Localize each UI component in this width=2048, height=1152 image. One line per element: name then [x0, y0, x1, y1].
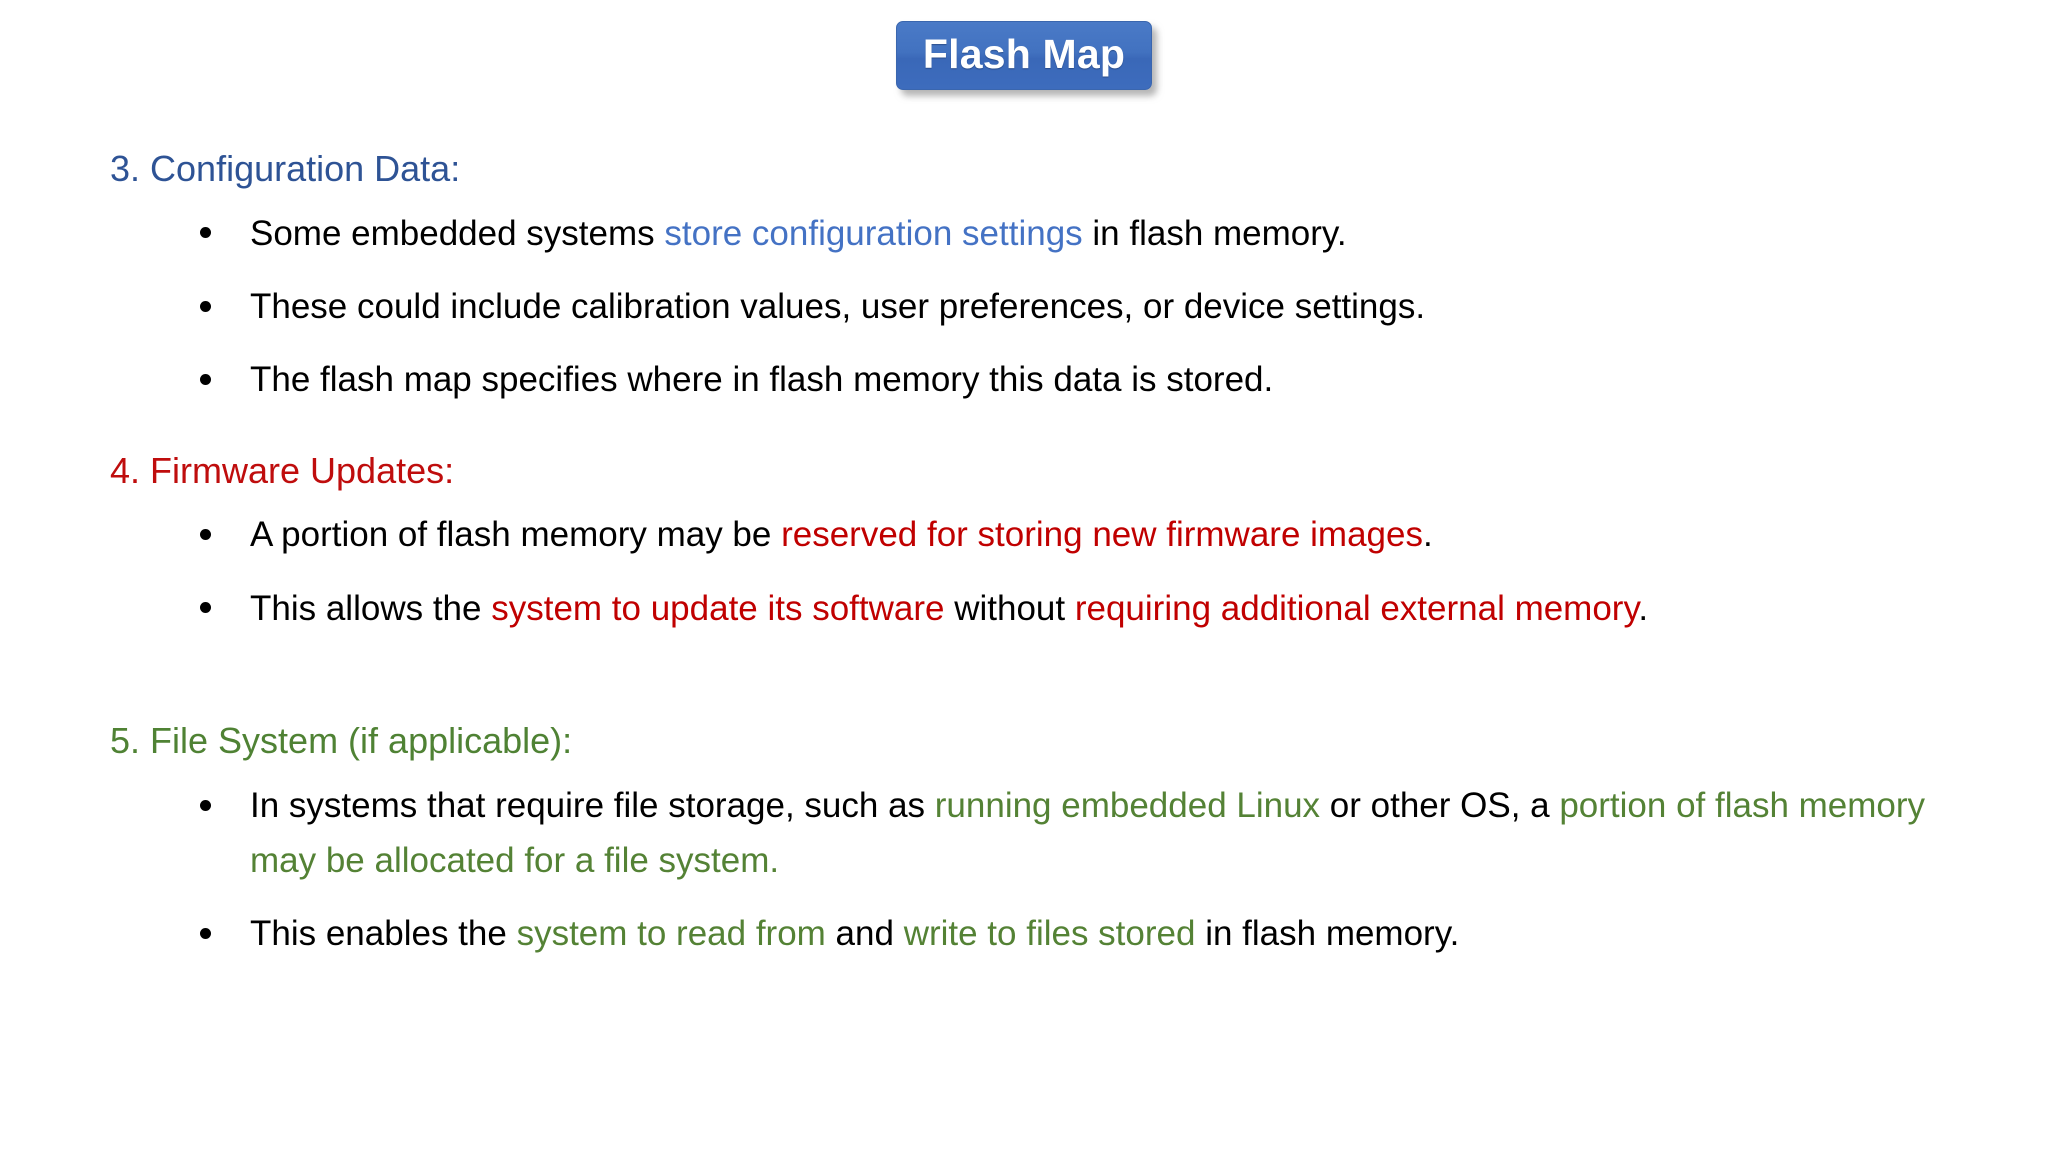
bullet-dot-icon: [200, 602, 211, 614]
bullet-text-run: .: [1422, 515, 1433, 555]
section-firmware-updates: 4. Firmware Updates: A portion of flash m…: [0, 449, 2048, 636]
bullet-text-run: Some embedded systems: [250, 213, 665, 253]
bullet-text-run: write to files stored: [903, 914, 1196, 954]
bullet-dot-icon: [200, 928, 211, 940]
bullet-dot-icon: [200, 300, 211, 312]
bullet-list-firmware-updates: A portion of flash memory may be reserve…: [0, 507, 2048, 636]
bullet-text-run: in flash memory.: [1082, 213, 1347, 253]
bullet-text-run: .: [1638, 588, 1649, 628]
bullet-text-run: or other OS, a: [1320, 785, 1560, 825]
bullet-item: This enables the system to read from and…: [0, 906, 2048, 961]
section-heading-configuration-data: 3. Configuration Data:: [110, 148, 461, 189]
bullet-text-run: A portion of flash memory may be: [250, 515, 782, 555]
bullet-text-run: portion of flash memory may be allocated…: [250, 785, 1926, 881]
bullet-text-run: This allows the: [250, 588, 492, 628]
section-file-system: 5. File System (if applicable): In system…: [0, 722, 2048, 962]
bullet-text-run: system to update its software: [491, 588, 945, 628]
bullet-dot-icon: [200, 799, 211, 811]
slide-title-text: Flash Map: [922, 30, 1126, 77]
bullet-text-run: running embedded Linux: [934, 785, 1321, 825]
bullet-text-run: in flash memory.: [1195, 914, 1460, 954]
bullet-item: This allows the system to update its sof…: [0, 581, 2048, 636]
bullet-text-run: In systems that require file storage, su…: [250, 785, 935, 825]
bullet-text-run: and: [825, 914, 904, 954]
bullet-text-run: requiring additional external memory: [1074, 588, 1639, 628]
bullet-dot-icon: [200, 529, 211, 541]
bullet-list-file-system: In systems that require file storage, su…: [0, 778, 2048, 962]
bullet-text-run: These could include calibration values, …: [250, 287, 1426, 327]
bullet-item: In systems that require file storage, su…: [0, 778, 2048, 889]
bullet-text-run: system to read from: [516, 914, 826, 954]
bullet-dot-icon: [200, 227, 211, 239]
bullet-text-run: reserved for storing new firmware images: [781, 515, 1423, 555]
bullet-item: The flash map specifies where in flash m…: [0, 352, 2048, 407]
bullet-text-run: This enables the: [250, 914, 517, 954]
section-heading-file-system: 5. File System (if applicable):: [110, 720, 573, 762]
section-spacer: [0, 636, 2048, 722]
slide-title-area: Flash Map: [0, 0, 2048, 110]
bullet-item: These could include calibration values, …: [0, 279, 2048, 334]
section-configuration-data: 3. Configuration Data: Some embedded syst…: [0, 150, 2048, 408]
section-spacer: [0, 408, 2048, 452]
bullet-text-run: store configuration settings: [664, 213, 1083, 253]
slide-title-box: Flash Map: [895, 20, 1153, 90]
bullet-text-run: The flash map specifies where in flash m…: [250, 360, 1274, 400]
bullet-list-configuration-data: Some embedded systems store configuratio…: [0, 206, 2048, 408]
section-heading-firmware-updates: 4. Firmware Updates:: [110, 449, 455, 491]
bullet-dot-icon: [200, 374, 211, 386]
bullet-item: A portion of flash memory may be reserve…: [0, 507, 2048, 562]
bullet-item: Some embedded systems store configuratio…: [0, 206, 2048, 261]
bullet-text-run: without: [944, 588, 1075, 628]
slide-content: 3. Configuration Data: Some embedded syst…: [0, 150, 2048, 962]
